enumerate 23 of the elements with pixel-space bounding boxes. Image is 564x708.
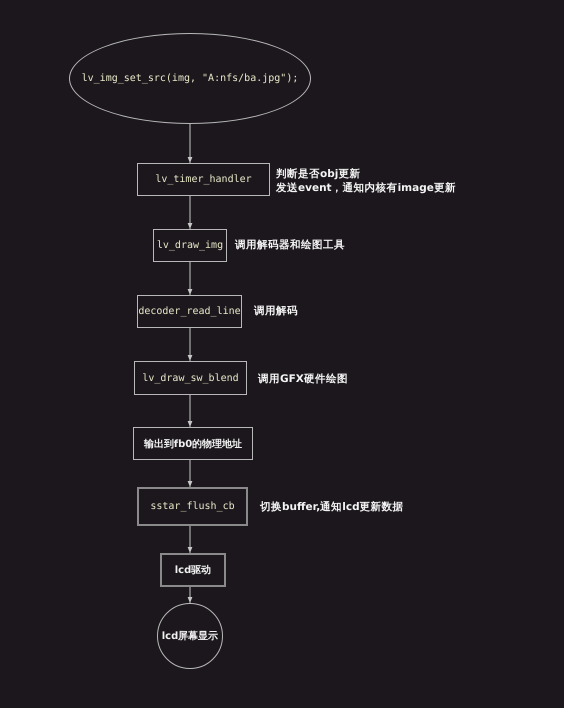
side-note: 调用解码 (254, 304, 298, 318)
process-box: 输出到fb0的物理地址 (133, 427, 253, 460)
arrow (188, 196, 192, 230)
process-box: decoder_read_line (137, 295, 242, 328)
terminal-circle: lcd屏幕显示 (157, 603, 223, 669)
process-box: lcd驱动 (160, 553, 226, 587)
process-box: lv_draw_img (153, 229, 227, 262)
process-box: lv_timer_handler (137, 163, 270, 196)
side-note: 切换buffer,通知lcd更新数据 (260, 500, 404, 514)
arrow (188, 460, 192, 488)
arrow (188, 586, 192, 604)
arrow (188, 328, 192, 362)
side-note: 调用解码器和绘图工具 (235, 238, 345, 252)
process-box: sstar_flush_cb (137, 487, 248, 526)
process-box: lv_draw_sw_blend (134, 361, 247, 395)
arrow (188, 124, 192, 164)
side-note: 发送event，通知内核有image更新 (276, 181, 456, 195)
arrow (188, 262, 192, 296)
oval-node: lv_img_set_src(img, "A:nfs/ba.jpg"); (69, 33, 311, 124)
arrow (188, 526, 192, 554)
side-note: 调用GFX硬件绘图 (258, 372, 348, 386)
arrow (188, 394, 192, 428)
side-note: 判断是否obj更新 (276, 167, 360, 181)
